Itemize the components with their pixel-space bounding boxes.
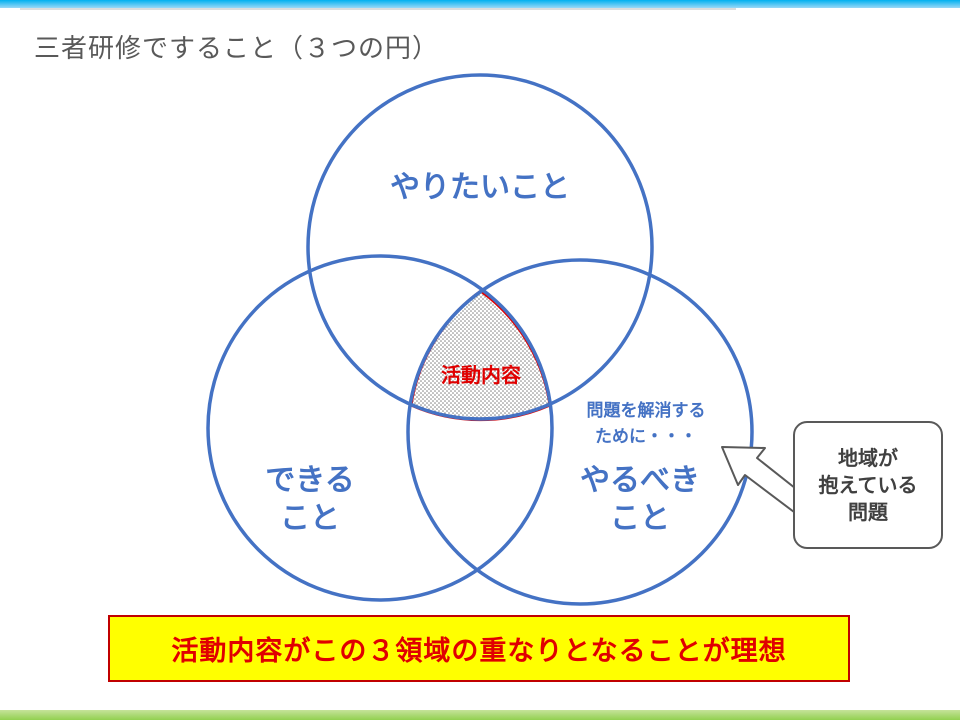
arrow-pointer-icon <box>721 446 801 513</box>
conclusion-banner: 活動内容がこの３領域の重なりとなることが理想 <box>108 615 850 682</box>
label-can-do-line1: できる <box>265 463 355 498</box>
label-should-do: やるべき こと <box>560 462 720 538</box>
label-should-do-line2: こと <box>610 501 670 536</box>
banner-text: 活動内容がこの３領域の重なりとなることが理想 <box>171 636 787 667</box>
circle-want-to-do <box>306 73 654 421</box>
callout-box: 地域が 抱えている 問題 <box>793 421 943 549</box>
label-can-do: できる こと <box>230 462 390 538</box>
right-note-line1: 問題を解消する <box>586 401 706 421</box>
right-circle-note: 問題を解消する ために・・・ <box>558 398 734 450</box>
label-should-do-line1: やるべき <box>580 463 700 498</box>
page-title: 三者研修ですること（３つの円） <box>34 34 440 64</box>
intersection-label: 活動内容 <box>441 363 521 387</box>
callout-text: 地域が 抱えている 問題 <box>818 445 918 524</box>
circle-should-do <box>406 258 754 606</box>
label-can-do-line2: こと <box>280 501 340 536</box>
top-divider <box>20 8 736 10</box>
triple-intersection-region <box>409 289 552 422</box>
circle-can-do <box>206 254 554 602</box>
label-want-to-do: やりたいこと <box>390 170 570 205</box>
top-accent-bar <box>0 0 960 8</box>
bottom-accent-bar <box>0 710 960 720</box>
right-note-line2: ために・・・ <box>595 427 697 447</box>
